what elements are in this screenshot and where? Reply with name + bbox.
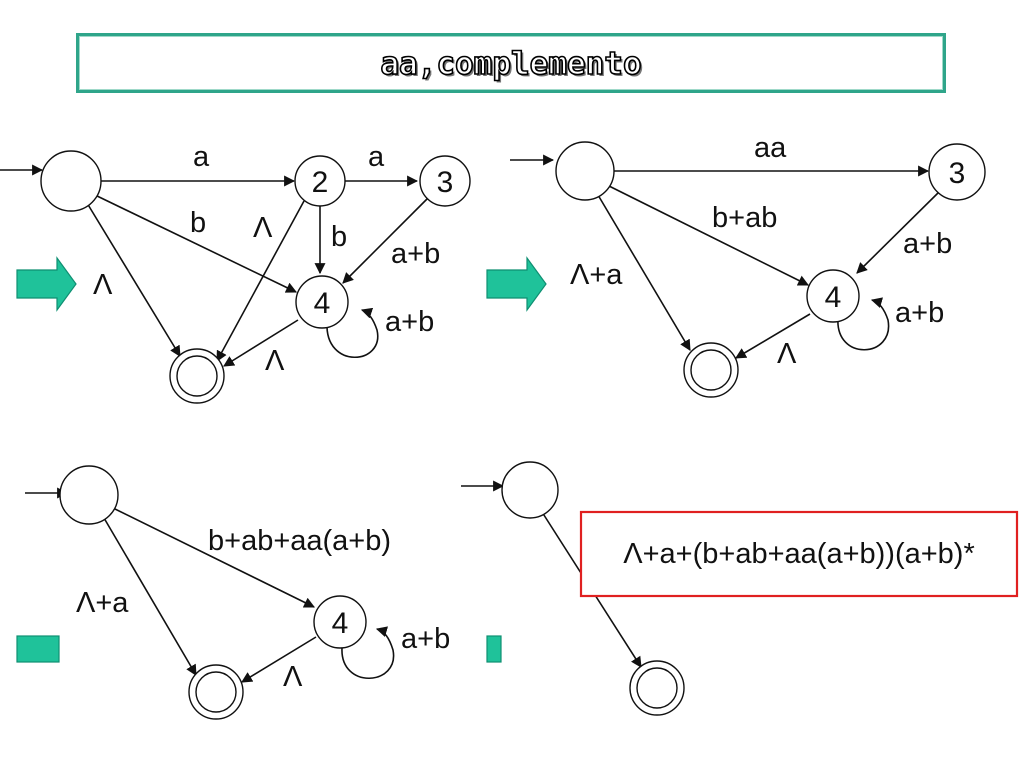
d1-start-node (40, 150, 102, 212)
d3-loop-4 (341, 626, 395, 680)
d2-edge-4-final (735, 313, 811, 359)
diagram-1: 2 3 4 a a b Λ b a+b Λ a+b Λ (0, 141, 471, 404)
d2-start-node (555, 141, 615, 201)
title-box: aa,complemento (76, 33, 946, 93)
d2-label-loop-4: a+b (895, 297, 944, 329)
d2-edge-start-4 (606, 184, 809, 286)
d1-node-4 (295, 275, 349, 329)
d2-label-start-4: b+ab (712, 202, 777, 234)
d3-final-node-inner (195, 671, 237, 713)
d2-label-start-3: aa (754, 132, 787, 164)
page-title: aa,complemento (380, 45, 643, 83)
d3-start-node (59, 465, 119, 525)
step-arrow-3 (16, 635, 60, 663)
d1-final-node-inner (176, 355, 218, 397)
result-expression: Λ+a+(b+ab+aa(a+b))(a+b)* (623, 538, 975, 570)
d1-node-4-label: 4 (314, 287, 331, 320)
d3-edge-4-final (241, 636, 317, 683)
d1-edge-start-final (86, 202, 181, 357)
d1-label-start-4: b (190, 207, 206, 239)
d1-loop-4 (326, 307, 379, 359)
d2-node-4 (806, 269, 860, 323)
d1-label-2-final: Λ (253, 212, 273, 244)
diagram-2: 3 4 aa b+ab a+b Λ+a a+b Λ (510, 132, 986, 398)
d2-node-3 (928, 143, 986, 201)
d3-label-start-final: Λ+a (76, 587, 129, 619)
d1-edge-2-final (216, 200, 305, 362)
result-box (579, 510, 1019, 598)
d2-edge-start-final (597, 194, 691, 351)
d3-edge-start-final (103, 517, 197, 676)
step-arrow-1 (16, 256, 77, 312)
d2-edge-3-4 (856, 191, 940, 274)
d1-node-2 (294, 155, 346, 207)
d2-node-4-label: 4 (825, 281, 842, 314)
d1-edge-4-final (223, 319, 299, 367)
d1-node-2-label: 2 (312, 166, 329, 199)
d2-label-start-final: Λ+a (570, 259, 623, 291)
diagram-4: Λ+a+(b+ab+aa(a+b))(a+b)* (461, 461, 1019, 716)
d2-label-4-final: Λ (777, 338, 797, 370)
d1-label-2-4: b (331, 221, 347, 253)
d2-label-3-4: a+b (903, 228, 952, 260)
d1-edge-3-4 (342, 197, 429, 284)
d1-label-loop-4: a+b (385, 306, 434, 338)
d3-label-loop-4: a+b (401, 623, 450, 655)
d2-loop-4 (837, 297, 890, 351)
d3-edge-start-4 (112, 507, 315, 608)
step-arrow-2 (486, 256, 547, 312)
d3-node-4-label: 4 (332, 607, 349, 640)
d4-start-node (501, 461, 559, 519)
d4-final-node-inner (636, 667, 678, 709)
d1-label-2-3: a (368, 141, 385, 173)
d3-label-4-final: Λ (283, 661, 303, 693)
d3-label-start-4: b+ab+aa(a+b) (208, 525, 391, 557)
d1-node-3-label: 3 (437, 166, 454, 199)
d3-node-4 (313, 595, 367, 649)
d1-label-4-final: Λ (265, 345, 285, 377)
d1-label-3-4: a+b (391, 238, 440, 270)
d2-final-node-inner (690, 349, 732, 391)
d1-label-start-final: Λ (93, 269, 113, 301)
d1-node-3 (419, 155, 471, 207)
d2-node-3-label: 3 (949, 157, 966, 190)
diagram-3: 4 b+ab+aa(a+b) Λ+a a+b Λ (25, 465, 450, 720)
d1-label-start-2: a (193, 141, 210, 173)
step-arrow-4 (486, 635, 502, 663)
